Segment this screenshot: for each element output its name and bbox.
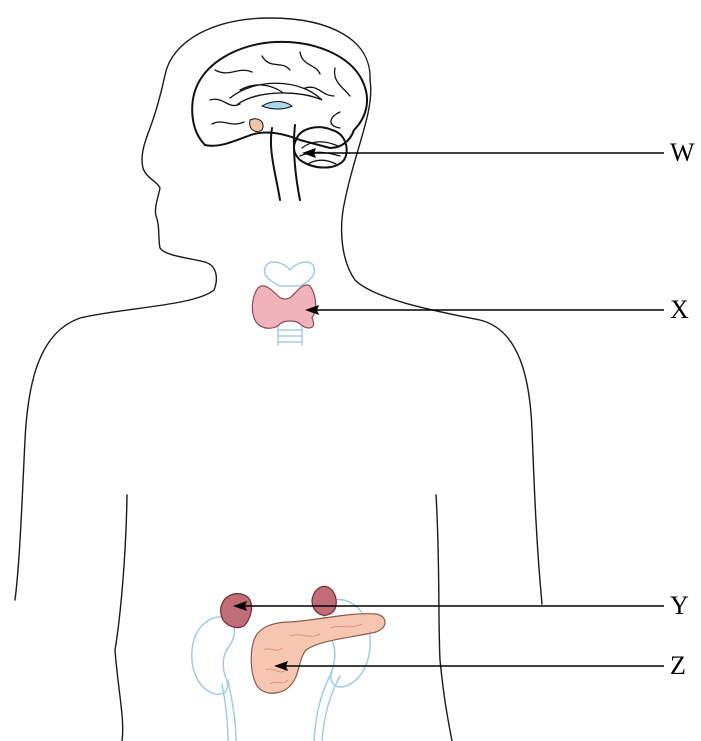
left-adrenal-gland [221, 594, 252, 628]
thyroid-gland [252, 285, 315, 328]
label-w: W [670, 140, 695, 166]
corpus-callosum [230, 83, 322, 104]
pancreas [251, 614, 385, 694]
brain [192, 42, 367, 148]
left-ureter [222, 680, 236, 741]
trachea [278, 325, 302, 345]
right-ureter [314, 672, 340, 741]
brain-folds [210, 52, 350, 128]
thyroid-cartilage [264, 262, 314, 286]
label-y: Y [670, 593, 689, 619]
label-z: Z [670, 653, 686, 679]
right-adrenal-gland [312, 586, 336, 615]
right-arm-inner-line [436, 495, 452, 741]
pituitary-gland [250, 119, 263, 132]
label-x: X [670, 297, 689, 323]
left-arm-inner-line [115, 495, 127, 741]
pointer-arrowhead-w [302, 148, 316, 158]
brainstem [271, 125, 300, 200]
body-outline-right [342, 80, 542, 604]
ventricle [262, 102, 292, 110]
